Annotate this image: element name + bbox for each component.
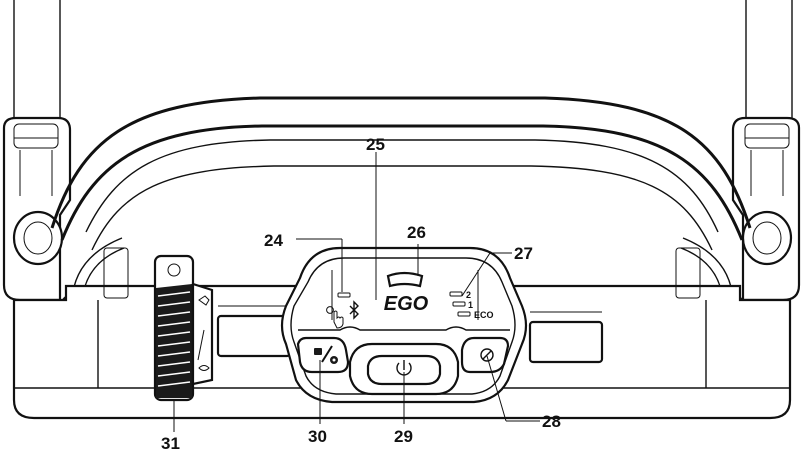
right-handle-bracket	[731, 116, 801, 302]
speed-1-led	[452, 301, 466, 307]
mulch-icon	[314, 345, 338, 364]
key-icon	[480, 348, 494, 362]
callout-30: 30	[308, 427, 327, 446]
lever-grip-ribs	[157, 291, 191, 387]
speed-2-label: 2	[466, 290, 471, 300]
speed-eco-label: ECO	[474, 310, 494, 320]
callout-29: 29	[394, 427, 413, 446]
speed-mode-indicators: 2 1 ECO	[449, 290, 494, 320]
callout-25: 25	[366, 135, 385, 154]
speed-eco-led	[457, 311, 471, 317]
speed-2-led	[449, 291, 463, 297]
callout-labels: 24 25 26 27 28 29 30 31	[161, 135, 561, 453]
callout-24: 24	[264, 231, 283, 250]
speed-1-label: 1	[468, 300, 473, 310]
drive-toggle-icon	[197, 295, 210, 371]
callout-26: 26	[407, 223, 426, 242]
touch-hand-icon	[326, 306, 344, 329]
callout-31: 31	[161, 434, 180, 453]
handle-poles	[13, 0, 793, 122]
bluetooth-led	[337, 292, 351, 298]
mode-button[interactable]	[296, 336, 350, 374]
power-button[interactable]	[348, 342, 460, 396]
drive-lever	[153, 254, 214, 402]
bluetooth-icon	[349, 300, 359, 320]
control-panel: EGO 2 1 ECO	[280, 246, 528, 404]
ego-logo: EGO	[384, 293, 429, 315]
callout-27: 27	[514, 244, 533, 263]
battery-indicator-window	[386, 271, 424, 288]
callout-leaders	[173, 152, 540, 432]
left-handle-bracket	[2, 116, 72, 302]
safety-key-slot[interactable]	[460, 336, 510, 374]
bail-bar	[50, 96, 752, 251]
callout-28: 28	[542, 412, 561, 431]
